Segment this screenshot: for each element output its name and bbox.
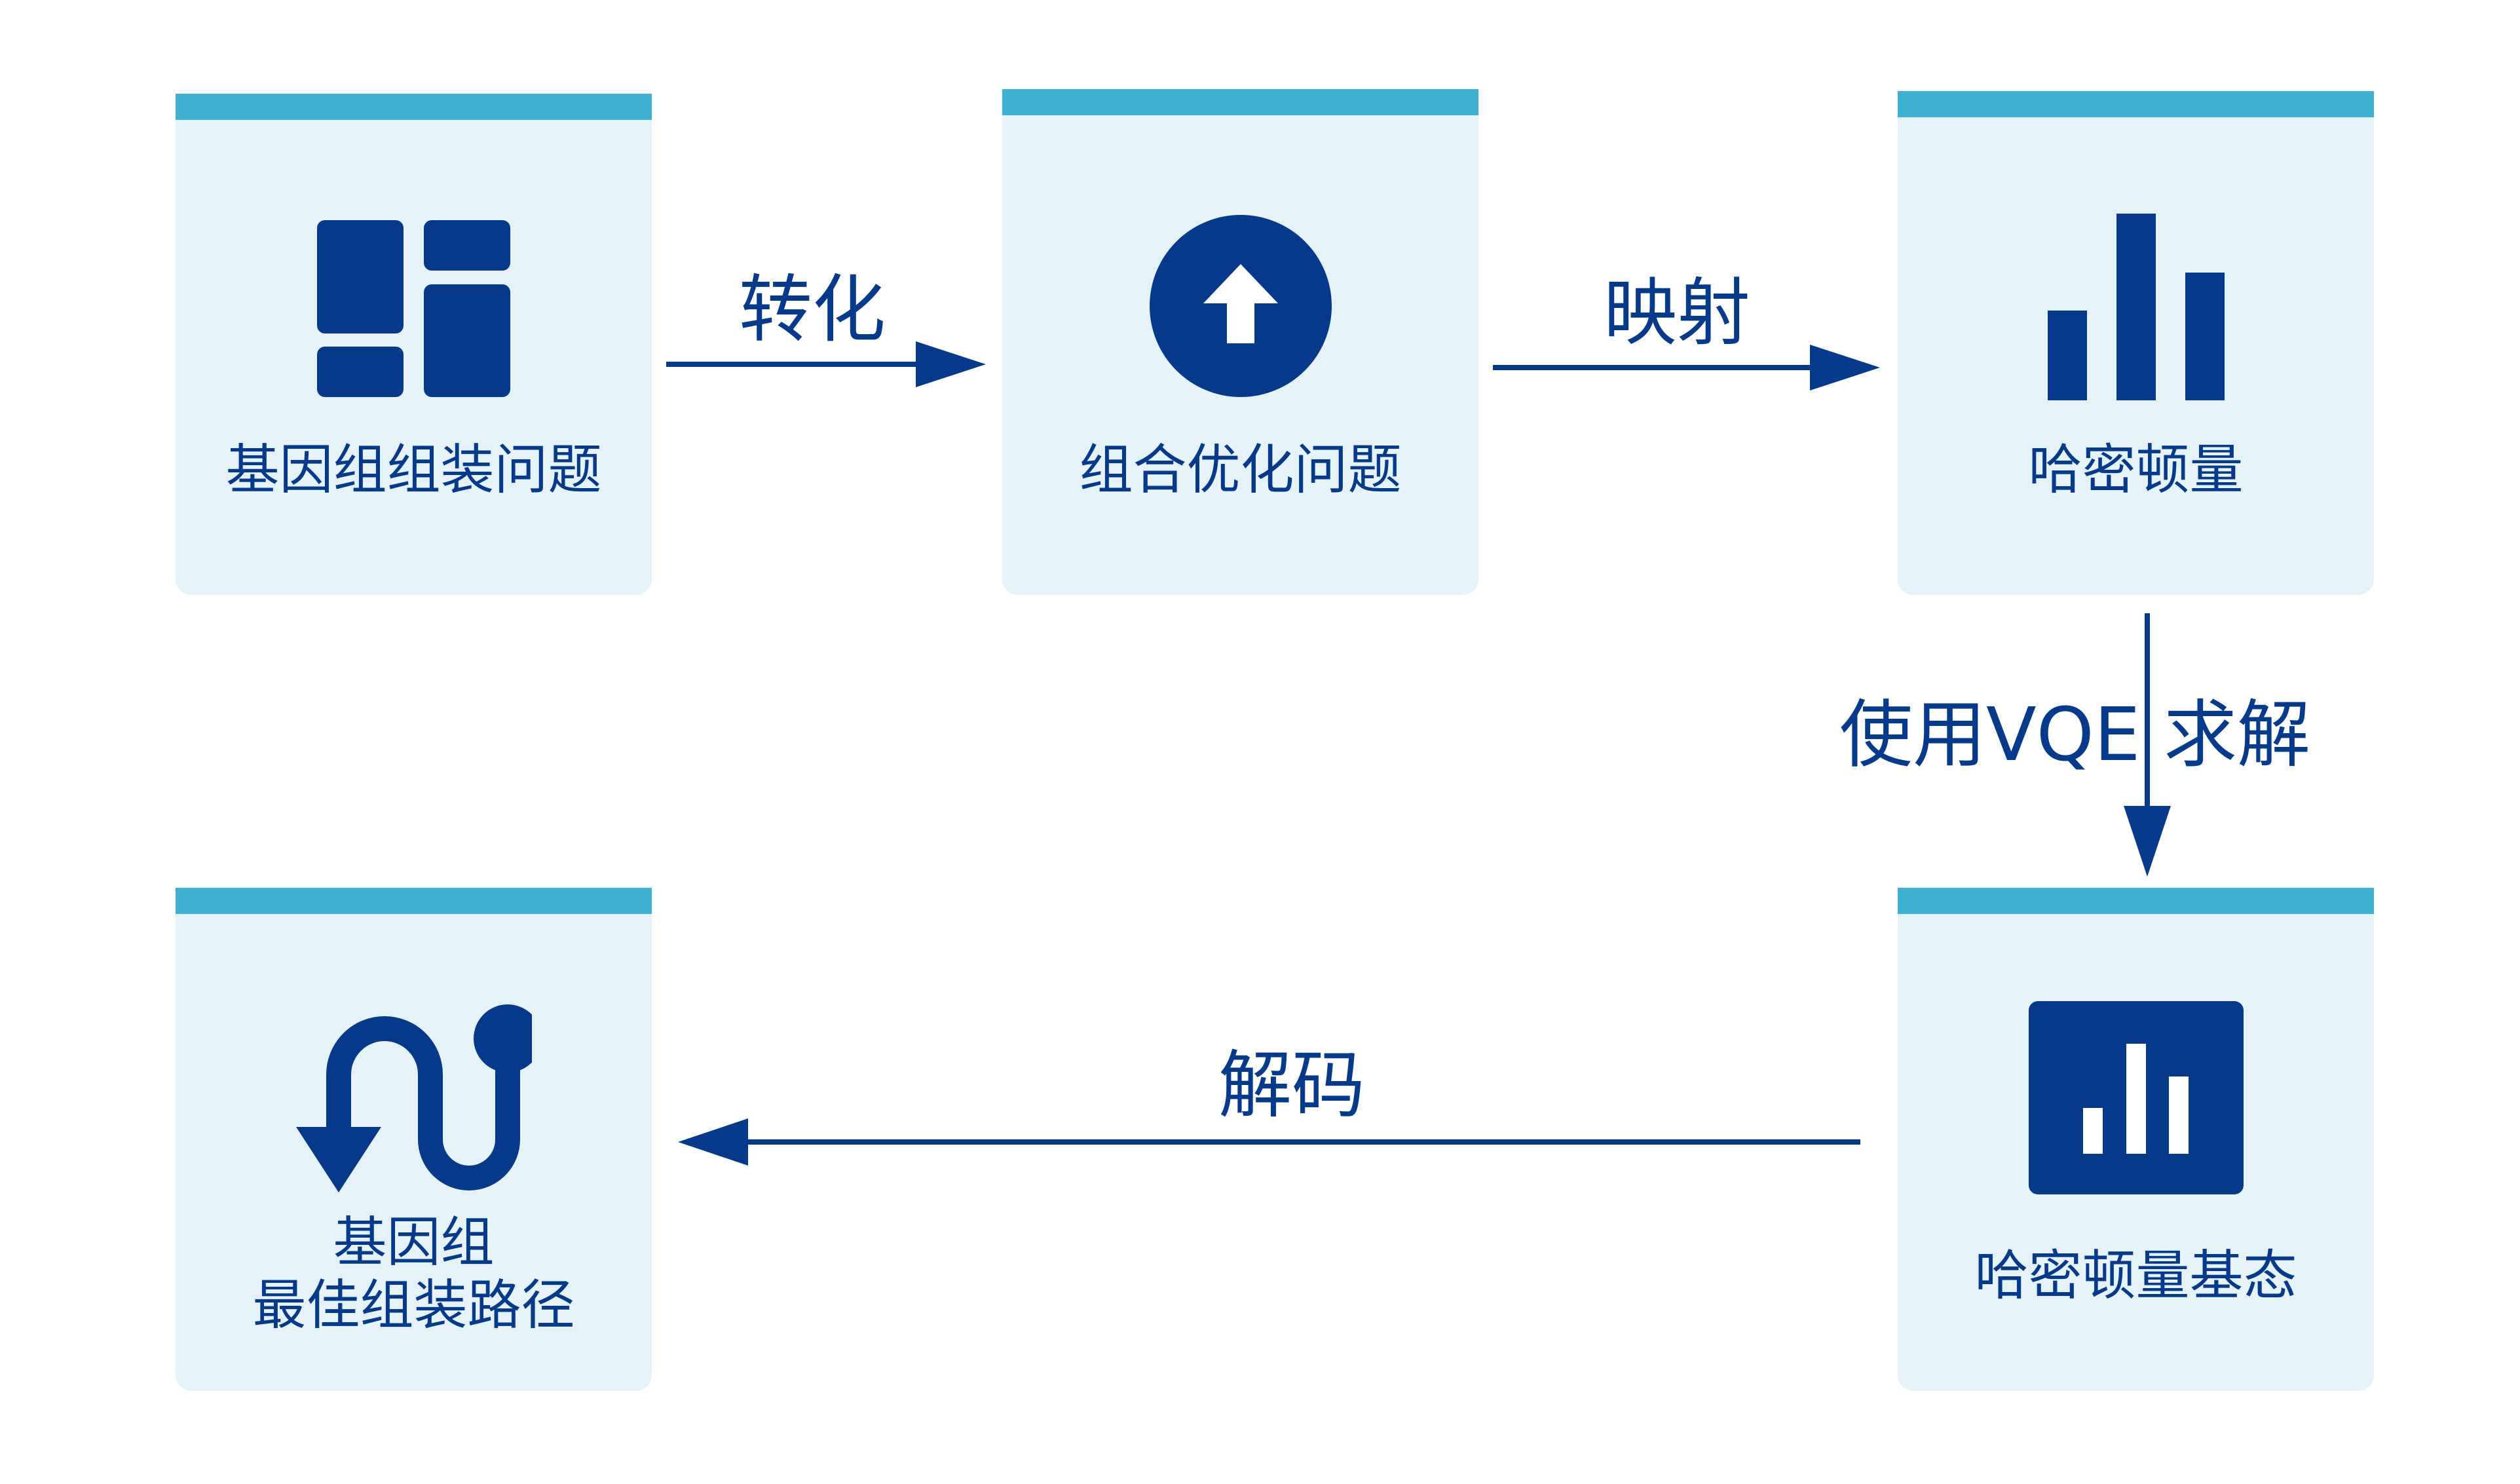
best-assembly-path-card: 基因组 最佳组装路径 [176, 888, 652, 1391]
bar-chart-square-icon [1898, 1001, 2374, 1194]
decode-arrow [678, 1118, 1860, 1166]
combinatorial-optimization-card: 组合优化问题 [1002, 89, 1478, 595]
genome-assembly-problem-label: 基因组组装问题 [225, 439, 602, 501]
map-arrow [1493, 345, 1880, 390]
bar-chart-icon [1898, 214, 2374, 400]
solve-arrow [2124, 613, 2171, 877]
transform-edge-label: 转化 [739, 267, 886, 352]
transform-arrow [666, 341, 986, 387]
map-edge-label: 映射 [1604, 271, 1750, 356]
arrow-up-circle-icon [1002, 215, 1478, 397]
hamiltonian-ground-state-label: 哈密顿量基态 [1974, 1245, 2297, 1307]
card-header-bar [176, 888, 652, 914]
genome-assembly-problem-card: 基因组组装问题 [176, 94, 652, 595]
card-header-bar [1898, 91, 2374, 117]
solve-edge-label-prefix: 使用VQE [1839, 693, 2141, 778]
solve-edge-label-suffix: 求解 [2164, 693, 2310, 778]
hamiltonian-card: 哈密顿量 [1898, 91, 2374, 595]
hamiltonian-ground-state-card: 哈密顿量基态 [1898, 888, 2374, 1391]
card-header-bar [1898, 888, 2374, 914]
hamiltonian-label: 哈密顿量 [2028, 439, 2244, 501]
card-header-bar [176, 94, 652, 120]
route-icon [176, 999, 652, 1199]
best-assembly-path-label-line1: 基因组 [333, 1211, 495, 1274]
card-header-bar [1002, 89, 1478, 115]
best-assembly-path-label-line2: 最佳组装路径 [252, 1274, 575, 1337]
layout-grid-icon [176, 220, 652, 397]
combinatorial-optimization-label: 组合优化问题 [1079, 439, 1402, 501]
decode-edge-label: 解码 [1218, 1043, 1365, 1128]
